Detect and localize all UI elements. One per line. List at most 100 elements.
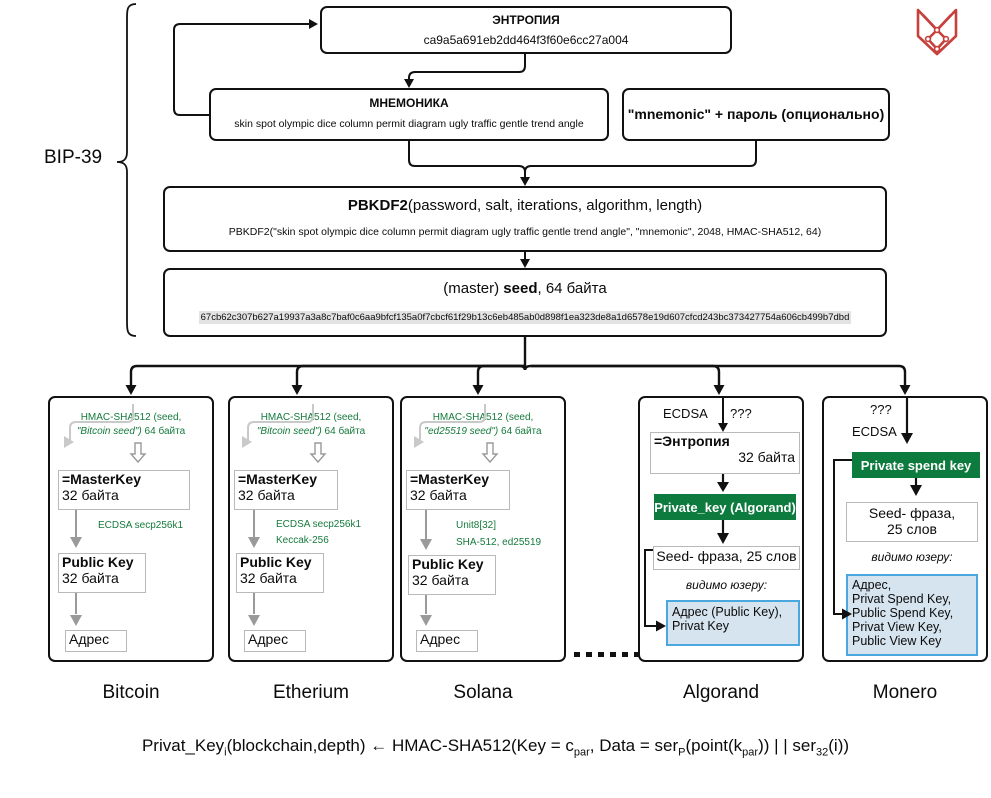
monero-spend-key-label: Private spend key [860,457,972,473]
formula-sub4: par [742,746,759,759]
monero-visible-item-1: Privat Spend Key, [852,592,952,606]
algorand-visible-note: видимо юзеру: [685,578,768,592]
derivation-formula: Privat_Keyi(blockchain,depth) ← HMAC-SHA… [0,736,991,758]
down-arrow-icon [129,442,147,464]
solana-algo-1: SHA-512, ed25519 [456,537,542,548]
bitcoin-masterkey-box: =MasterKey 32 байта [58,470,190,510]
algorand-top-right: ??? [730,406,752,421]
blockchain-column-algorand: ECDSA ??? =Энтропия 32 байта Private_key… [638,396,804,662]
algorand-top-left: ECDSA [663,406,708,421]
solana-publickey-box: Public Key 32 байта [408,555,496,595]
ethereum-publickey-box: Public Key 32 байта [236,553,324,593]
column-label-algorand: Algorand [682,682,760,703]
monero-visible-item-3: Privat View Key, [852,620,942,634]
formula-p4: (point(k [685,736,743,755]
monero-visible-item-0: Адрес, [852,578,892,592]
mnemonic-title: МНЕМОНИКА [369,96,449,110]
bitcoin-algo-0: ECDSA secp256k1 [98,520,184,531]
solana-kdf-quoted: "ed25519 seed") [424,426,499,437]
solana-address: Адрес [420,631,461,647]
monero-top-q: ??? [870,402,892,417]
formula-p2: (blockchain,depth) ← HMAC-SHA512(Key = c [226,736,574,755]
blockchain-column-solana: HMAC-SHA512 (seed, "ed25519 seed") 64 ба… [400,396,566,662]
ethereum-address: Адрес [248,631,289,647]
blockchain-column-monero: ??? ECDSA Private spend key Seed- фраза,… [822,396,988,662]
monero-spend-key-box: Private spend key [852,452,980,478]
fox-logo [914,6,960,58]
monero-visible-item-4: Public View Key [852,634,942,648]
solana-kdf-tail: 64 байта [498,426,542,437]
blockchain-column-ethereum: HMAC-SHA512 (seed, "Bitcoin seed") 64 ба… [228,396,394,662]
seed-hex: 67cb62c307b627a19937a3a8c7baf0c6aa9bfcf1… [198,311,852,324]
formula-sub2: par [573,746,590,759]
ethereum-algo-1: Keccak-256 [276,535,329,546]
solana-algo-0: Unit8[32] [456,520,497,531]
down-arrow-icon [481,442,499,464]
ethereum-address-box: Адрес [244,630,306,652]
column-label-bitcoin: Bitcoin [102,682,160,703]
solana-masterkey-box: =MasterKey 32 байта [406,470,510,510]
solana-internal-arrows [414,404,486,626]
algorand-entropy-box: =Энтропия 32 байта [650,432,800,474]
ethereum-publickey-label: Public Key [240,554,312,570]
formula-sub1: i [224,746,227,759]
formula-sub5: 32 [816,746,829,759]
mnemonic-box: МНЕМОНИКА skin spot olympic dice column … [209,88,609,141]
seed-title-post: , 64 байта [537,280,607,297]
ethereum-masterkey-box: =MasterKey 32 байта [234,470,338,510]
bitcoin-publickey-box: Public Key 32 байта [58,553,146,593]
entropy-box: ЭНТРОПИЯ ca9a5a691eb2dd464f3f60e6cc27a00… [320,6,732,54]
passphrase-box: "mnemonic" + пароль (опционально) [622,88,890,141]
bitcoin-kdf-quoted: "Bitcoin seed") [76,426,142,437]
bip39-label: BIP-39 [44,147,103,168]
monero-visible-item-2: Public Spend Key, [852,606,954,620]
ethereum-publickey-size: 32 байта [240,570,297,586]
monero-visible-note: видимо юзеру: [871,550,953,564]
algorand-visible-item-1: Privat Key [672,619,729,633]
seed-title-pre: (master) [443,280,504,297]
solana-masterkey-label: =MasterKey [410,471,489,487]
passphrase-label: "mnemonic" + пароль (опционально) [627,106,885,122]
algorand-entropy-label: =Энтропия [654,433,730,449]
bitcoin-kdf-tail: 64 байта [141,426,186,437]
algorand-seed-phrase: Seed- фраза, 25 слов [656,548,797,564]
formula-sub3: P [678,746,686,759]
algorand-private-key-label: Private_key (Algorand) [654,499,796,515]
bitcoin-address: Адрес [69,631,110,647]
ethereum-kdf-line1: HMAC-SHA512 (seed, [260,412,362,423]
pbkdf2-call: PBKDF2("skin spot olympic dice column pe… [228,226,822,238]
bitcoin-kdf-line1: HMAC-SHA512 (seed, [80,412,182,423]
bitcoin-address-box: Адрес [65,630,127,652]
ethereum-internal-arrows [242,404,314,626]
column-label-ethereum: Etherium [272,682,350,703]
column-label-solana: Solana [453,682,513,703]
ethereum-masterkey-label: =MasterKey [238,471,317,487]
formula-p6: (i)) [828,736,850,755]
formula-p1: Privat_Key [141,736,225,755]
mnemonic-value: skin spot olympic dice column permit dia… [234,118,584,130]
pbkdf2-title-bold: PBKDF2 [347,197,408,214]
algorand-seed-phrase-box: Seed- фраза, 25 слов [653,546,800,570]
pbkdf2-title-rest: (password, salt, iterations, algorithm, … [407,197,703,214]
ethereum-kdf-tail: 64 байта [321,426,366,437]
pbkdf2-box: PBKDF2(password, salt, iterations, algor… [163,186,887,252]
algorand-internal-arrows [644,398,729,632]
bip39-brace [115,2,137,338]
solana-publickey-label: Public Key [412,556,484,572]
formula-p3: , Data = ser [589,736,679,755]
seed-title-bold: seed [503,280,538,297]
monero-seed-phrase-l1: Seed- фраза, [868,505,956,521]
ethereum-masterkey-size: 32 байта [238,487,295,503]
bitcoin-internal-arrows [64,404,134,626]
down-arrow-icon [309,442,327,464]
monero-internal-arrows [833,398,922,620]
blockchain-column-bitcoin: HMAC-SHA512 (seed, "Bitcoin seed") 64 ба… [48,396,214,662]
formula-p5: )) | | ser [758,736,817,755]
solana-masterkey-size: 32 байта [410,487,467,503]
bitcoin-masterkey-size: 32 байта [62,487,119,503]
algorand-entropy-size: 32 байта [738,449,795,465]
entropy-value: ca9a5a691eb2dd464f3f60e6cc27a004 [423,33,629,47]
bitcoin-publickey-label: Public Key [62,554,134,570]
bitcoin-publickey-size: 32 байта [62,570,119,586]
solana-publickey-size: 32 байта [412,572,469,588]
